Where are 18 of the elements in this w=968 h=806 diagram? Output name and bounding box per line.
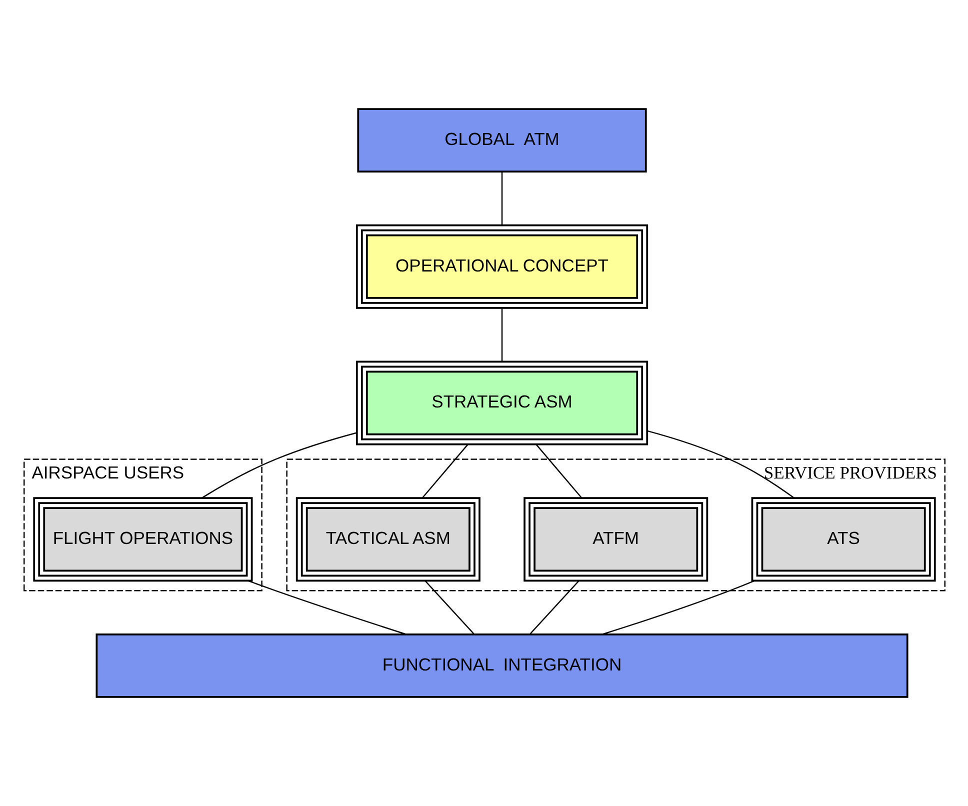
- connector: [200, 432, 356, 499]
- node-box: GLOBAL ATM: [356, 108, 646, 172]
- node-box: STRATEGIC ASM: [355, 360, 648, 446]
- connector: [646, 430, 794, 498]
- node-box: ATFM: [523, 497, 708, 582]
- connector: [247, 580, 406, 635]
- connector: [500, 308, 502, 362]
- connector: [528, 580, 579, 635]
- connector: [602, 580, 754, 635]
- connector: [424, 580, 474, 635]
- connector: [500, 172, 502, 226]
- node-box: ATS: [750, 497, 936, 582]
- node-box: FUNCTIONAL INTEGRATION: [95, 634, 908, 698]
- connector: [421, 444, 468, 498]
- node-box: FLIGHT OPERATIONS: [32, 497, 252, 582]
- connector: [535, 444, 582, 498]
- node-box: OPERATIONAL CONCEPT: [355, 224, 648, 309]
- node-box: TACTICAL ASM: [295, 497, 480, 582]
